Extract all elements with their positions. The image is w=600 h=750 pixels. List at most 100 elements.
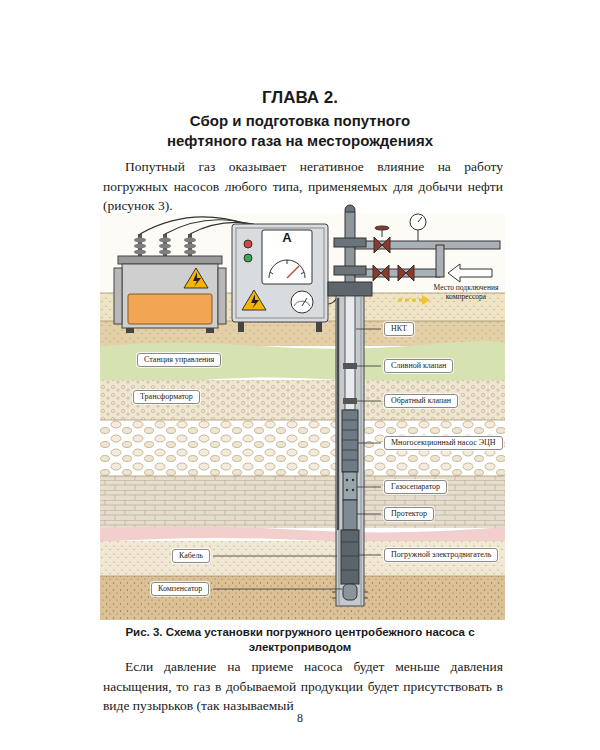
label-box: Сливной клапан <box>384 359 453 373</box>
wellhead <box>398 299 422 302</box>
well-column <box>332 296 368 606</box>
label-box: НКТ <box>384 322 414 336</box>
wellhead <box>410 214 426 230</box>
transformer-symbol <box>122 264 218 328</box>
wellhead <box>448 264 492 282</box>
meter-unit: A <box>277 231 297 245</box>
leader-line <box>213 329 381 589</box>
well-column <box>341 530 359 584</box>
wellhead <box>422 295 430 305</box>
sky-ground <box>100 476 505 528</box>
well-column <box>346 479 348 481</box>
control-station <box>236 228 324 318</box>
leader-line <box>358 443 381 444</box>
wellhead <box>375 226 389 230</box>
well-column <box>336 296 364 606</box>
sky-ground <box>100 380 505 420</box>
control-station <box>269 260 305 278</box>
well-column <box>339 296 361 606</box>
label-box: Газосепаратор <box>384 480 447 494</box>
transformer-symbol <box>159 238 171 243</box>
label-box: Компенсатор <box>151 582 209 596</box>
well-column <box>346 489 348 491</box>
body-paragraph: Если давление на приеме насоса будет мен… <box>103 657 503 716</box>
well-column <box>343 500 357 530</box>
label-box: Трансформатор <box>133 390 200 404</box>
label-box: Протектор <box>384 507 434 521</box>
well-column <box>352 489 354 491</box>
transformer-symbol <box>114 268 122 324</box>
label-box: Погружной электродвигатель <box>384 548 498 562</box>
well-column <box>352 479 354 481</box>
label-text: Станция управления <box>144 355 214 365</box>
chapter-number: ГЛАВА 2. <box>0 88 600 108</box>
transformer-symbol <box>126 328 134 333</box>
transformer-symbol <box>159 244 171 249</box>
label-box: Кабель <box>172 549 210 563</box>
control-station <box>262 230 312 284</box>
label-text: Обратный клапан <box>391 396 451 406</box>
label-text: Трансформатор <box>140 392 193 402</box>
sky-ground <box>100 541 505 576</box>
sky-ground <box>100 213 505 620</box>
wellhead <box>328 282 372 296</box>
control-station <box>287 266 299 278</box>
label-text: Сливной клапан <box>391 361 446 371</box>
leader-line <box>213 556 337 557</box>
control-station <box>302 298 307 306</box>
wellhead <box>418 230 419 241</box>
well-column <box>343 472 357 500</box>
wellhead <box>374 237 390 253</box>
sky-ground <box>100 576 505 620</box>
label-text: Газосепаратор <box>391 482 440 492</box>
wellhead <box>418 217 422 222</box>
chapter-title: Сбор и подготовка попутного нефтяного га… <box>165 111 435 150</box>
leader-line <box>357 401 381 402</box>
wellhead <box>398 265 414 281</box>
sky-ground <box>100 541 505 576</box>
sky-ground <box>100 341 505 386</box>
label-text: Кабель <box>179 551 203 561</box>
control-station <box>244 254 252 262</box>
control-station <box>238 322 244 332</box>
wellhead <box>436 245 444 277</box>
well-column <box>341 542 359 570</box>
transformer-symbol <box>134 244 146 249</box>
well-column <box>345 296 355 410</box>
transformer-symbol <box>184 268 208 288</box>
sky-ground <box>100 293 505 576</box>
callout-text: Место подключения компрессора <box>433 283 499 302</box>
figure-caption: Рис. 3. Схема установки погружного центр… <box>115 625 485 655</box>
sky-ground <box>100 576 505 620</box>
control-station <box>291 291 313 313</box>
leader-line <box>357 514 381 515</box>
leader-line <box>357 366 381 367</box>
body-paragraph: Попутный газ оказывает негативное влияни… <box>103 157 503 216</box>
label-text: Погружной электродвигатель <box>391 550 491 560</box>
transformer-symbol <box>184 238 196 243</box>
well-column <box>342 410 358 472</box>
transformer-symbol <box>206 328 214 333</box>
label-box: Станция управления <box>137 353 221 367</box>
leader-line <box>357 487 381 488</box>
wellhead <box>373 265 389 281</box>
well-column <box>342 420 358 460</box>
leader-line <box>356 329 381 330</box>
control-station <box>232 224 328 332</box>
power-wire <box>140 217 246 234</box>
well-column <box>343 584 357 600</box>
control-station <box>232 224 328 322</box>
label-text: Многосекционный насос ЭЦН <box>391 438 496 448</box>
well-column <box>337 298 339 530</box>
wellhead <box>334 238 366 247</box>
page-number: 8 <box>0 711 600 725</box>
label-box: Многосекционный насос ЭЦН <box>384 436 503 450</box>
leader-line <box>359 555 381 556</box>
transformer-symbol <box>128 294 212 324</box>
label-text: Компенсатор <box>158 584 202 594</box>
sky-ground <box>100 380 505 420</box>
transformer-symbol <box>134 238 146 243</box>
sky-ground <box>100 526 505 542</box>
well-column <box>332 592 368 598</box>
transformer-symbol <box>114 234 226 333</box>
